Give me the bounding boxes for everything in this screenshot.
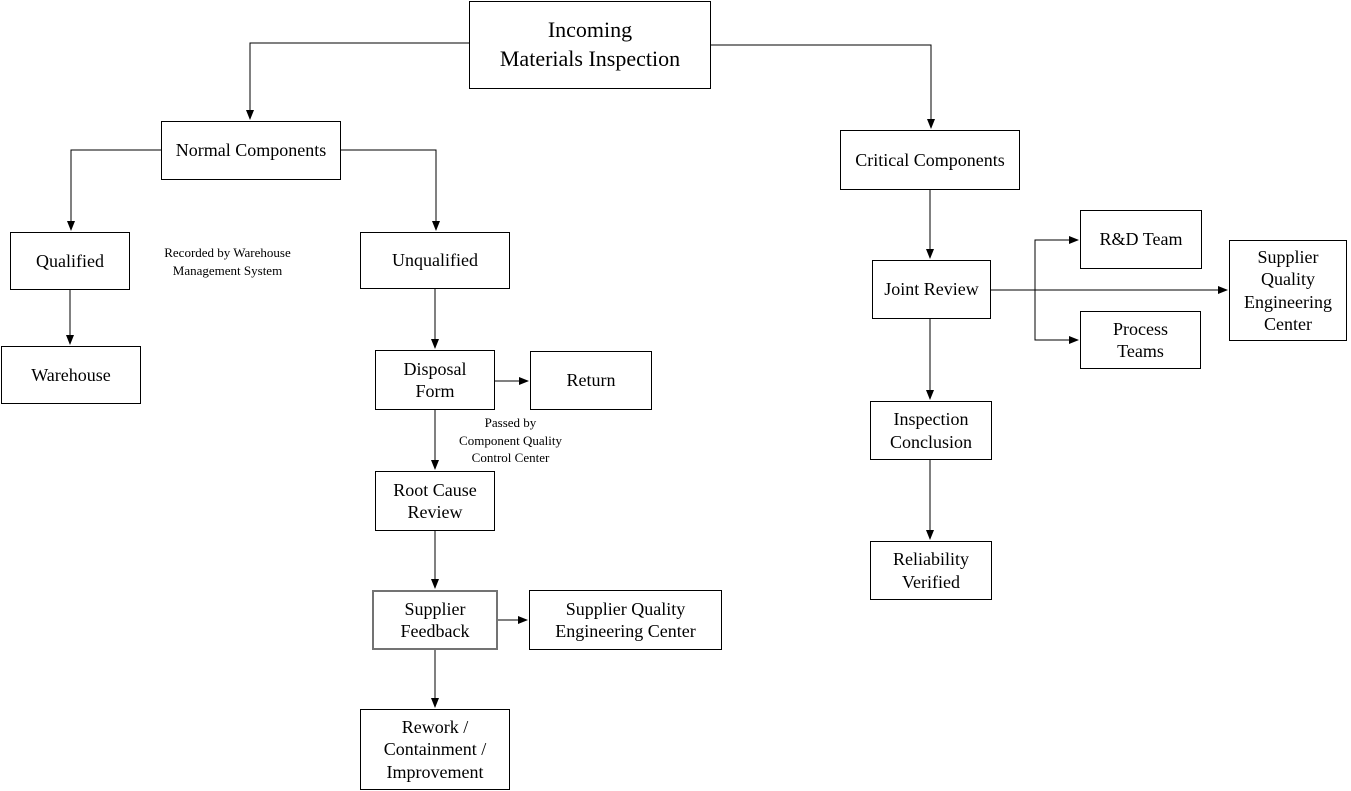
node-unqualified: Unqualified: [360, 232, 510, 289]
node-rd-team: R&D Team: [1080, 210, 1202, 269]
node-joint-review: Joint Review: [872, 260, 991, 319]
node-reliability-verified: Reliability Verified: [870, 541, 992, 600]
node-process-teams: Process Teams: [1080, 311, 1201, 369]
node-root-cause-review: Root Cause Review: [375, 471, 495, 531]
node-incoming-materials-inspection: Incoming Materials Inspection: [469, 1, 711, 89]
edge-normal-components-to-qualified: [67, 149, 161, 231]
node-disposal-form: Disposal Form: [375, 350, 495, 410]
node-normal-components: Normal Components: [161, 121, 341, 180]
node-inspection-conclusion: Inspection Conclusion: [870, 401, 992, 460]
edge-title-to-critical-components: [711, 44, 935, 129]
node-supplier-feedback: Supplier Feedback: [372, 590, 498, 650]
edge-joint-review-to-rd-team: [1034, 236, 1079, 290]
node-qualified: Qualified: [10, 232, 130, 290]
edge-joint-review-to-process-teams: [1034, 290, 1079, 344]
node-return: Return: [530, 351, 652, 410]
node-critical-components: Critical Components: [840, 130, 1020, 190]
edge-normal-components-to-unqualified: [341, 149, 440, 231]
annotation-passed-by-component-quality: Passed by Component Quality Control Cent…: [459, 415, 562, 466]
node-supplier-quality-engineering-center-left: Supplier Quality Engineering Center: [529, 590, 722, 650]
node-supplier-quality-engineering-center-right: Supplier Quality Engineering Center: [1229, 240, 1347, 341]
node-warehouse: Warehouse: [1, 346, 141, 404]
node-rework-containment-improvement: Rework / Containment / Improvement: [360, 709, 510, 790]
edge-title-to-normal-components: [246, 42, 469, 120]
annotation-recorded-by-warehouse: Recorded by Warehouse Management System: [164, 245, 291, 278]
